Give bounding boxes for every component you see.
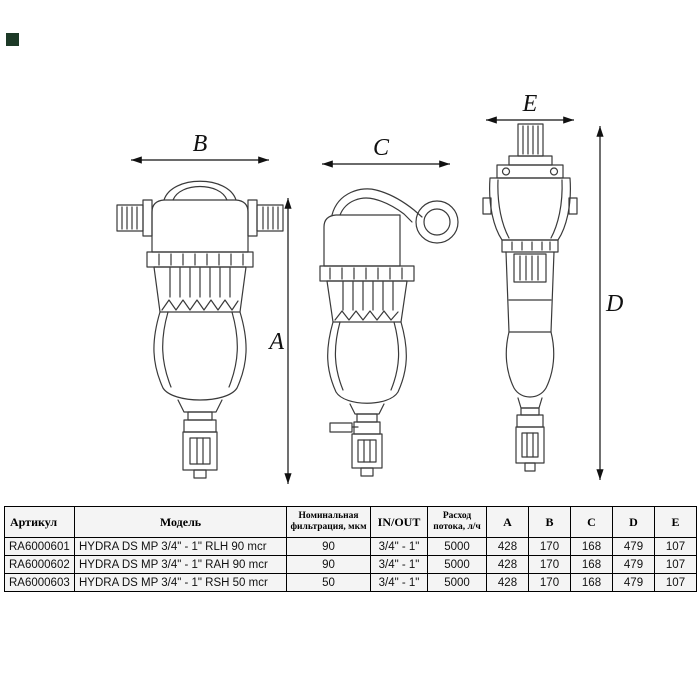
col-header-model: Модель [74, 506, 287, 538]
cell-inout: 3/4" - 1" [370, 573, 428, 592]
logo-fragment [6, 33, 19, 46]
cell-flow: 5000 [427, 555, 487, 574]
cell-flow: 5000 [427, 573, 487, 592]
filter-end-view [482, 123, 578, 472]
col-header-b: B [528, 506, 571, 538]
dim-label-c: C [373, 135, 390, 161]
technical-drawing: B C E A D [116, 91, 623, 484]
cell-inout: 3/4" - 1" [370, 555, 428, 574]
cell-model: HYDRA DS MP 3/4" - 1" RAH 90 mcr [74, 555, 287, 574]
dim-label-a: A [267, 329, 284, 355]
table-header-row: Артикул Модель Номинальная фильтрация, м… [4, 506, 697, 538]
dim-label-b: B [193, 131, 208, 157]
filter-front-view [116, 180, 284, 479]
technical-drawing-area: B C E A D [116, 91, 623, 484]
cell-a: 428 [486, 573, 529, 592]
table-row: RA6000601 HYDRA DS MP 3/4" - 1" RLH 90 m… [4, 537, 697, 556]
col-header-c: C [570, 506, 613, 538]
cell-b: 170 [528, 555, 571, 574]
col-header-flow: Расход потока, л/ч [427, 506, 487, 538]
dimension-arrows: B C E A D [131, 91, 623, 484]
cell-inout: 3/4" - 1" [370, 537, 428, 556]
cell-c: 168 [570, 555, 613, 574]
cell-article: RA6000601 [4, 537, 75, 556]
cell-b: 170 [528, 537, 571, 556]
cell-d: 479 [612, 537, 655, 556]
spec-table: Артикул Модель Номинальная фильтрация, м… [4, 506, 697, 592]
dim-label-e: E [522, 91, 538, 117]
col-header-article: Артикул [4, 506, 75, 538]
cell-flow: 5000 [427, 537, 487, 556]
col-header-filtration: Номинальная фильтрация, мкм [286, 506, 371, 538]
dim-label-d: D [605, 291, 623, 317]
cell-article: RA6000603 [4, 573, 75, 592]
cell-e: 107 [654, 537, 697, 556]
col-header-d: D [612, 506, 655, 538]
col-header-e: E [654, 506, 697, 538]
cell-d: 479 [612, 573, 655, 592]
cell-a: 428 [486, 555, 529, 574]
col-header-a: A [486, 506, 529, 538]
table-row: RA6000602 HYDRA DS MP 3/4" - 1" RAH 90 m… [4, 555, 697, 574]
cell-model: HYDRA DS MP 3/4" - 1" RSH 50 mcr [74, 573, 287, 592]
cell-filtration: 90 [286, 555, 371, 574]
cell-model: HYDRA DS MP 3/4" - 1" RLH 90 mcr [74, 537, 287, 556]
filter-side-view [319, 188, 459, 477]
cell-filtration: 90 [286, 537, 371, 556]
cell-c: 168 [570, 573, 613, 592]
cell-e: 107 [654, 555, 697, 574]
cell-article: RA6000602 [4, 555, 75, 574]
cell-b: 170 [528, 573, 571, 592]
cell-e: 107 [654, 573, 697, 592]
cell-d: 479 [612, 555, 655, 574]
col-header-inout: IN/OUT [370, 506, 428, 538]
cell-filtration: 50 [286, 573, 371, 592]
table-row: RA6000603 HYDRA DS MP 3/4" - 1" RSH 50 m… [4, 573, 697, 592]
cell-a: 428 [486, 537, 529, 556]
cell-c: 168 [570, 537, 613, 556]
